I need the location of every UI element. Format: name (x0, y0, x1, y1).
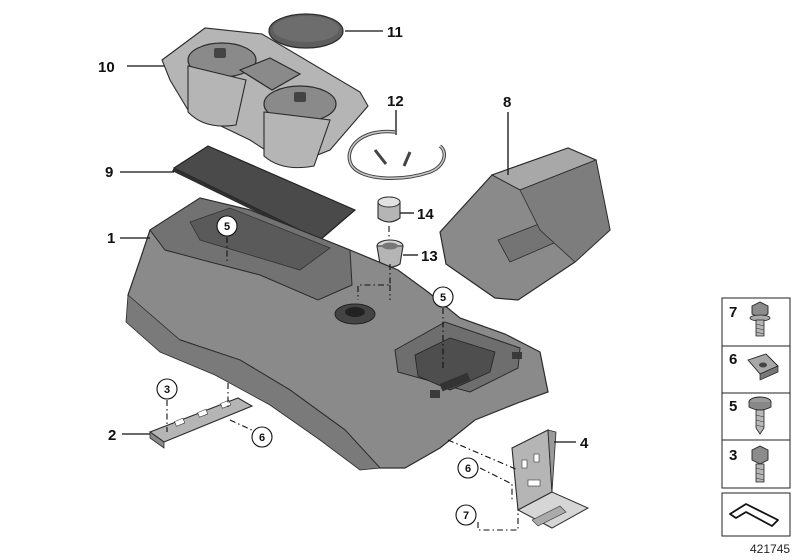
part-2-bracket (148, 397, 254, 449)
callout-11: 11 (387, 24, 403, 41)
part-11-cover-cap (268, 13, 344, 49)
svg-text:5: 5 (440, 292, 446, 304)
callout-4: 4 (580, 435, 589, 452)
hex-bolt-icon (751, 445, 769, 483)
part-10-cup-holder (161, 27, 369, 169)
svg-text:6: 6 (465, 463, 471, 475)
callout-10: 10 (98, 59, 115, 76)
callout-2: 2 (108, 427, 116, 444)
svg-text:3: 3 (164, 384, 170, 396)
legend-label-3: 3 (729, 447, 737, 464)
spring-clip-nut-icon (747, 353, 779, 381)
svg-text:5: 5 (224, 221, 230, 233)
callout-12: 12 (387, 93, 404, 110)
callout-3-circle: 3 (156, 378, 178, 400)
callout-1: 1 (107, 230, 115, 247)
pan-head-screw-icon (748, 396, 772, 435)
legend-label-5: 5 (729, 398, 737, 415)
callout-14: 14 (417, 206, 434, 223)
part-12-retaining-ring (347, 129, 447, 180)
svg-text:7: 7 (463, 510, 469, 522)
svg-text:6: 6 (259, 432, 265, 444)
part-14-plug (377, 196, 401, 223)
callout-8: 8 (503, 94, 511, 111)
callout-5a-circle: 5 (216, 215, 238, 237)
fastener-legend: 7 6 5 3 (721, 297, 791, 537)
part-1-center-console (125, 197, 549, 471)
legend-label-6: 6 (729, 351, 737, 368)
part-13-socket (376, 239, 404, 268)
callout-6b-circle: 6 (457, 457, 479, 479)
callout-7-circle: 7 (455, 504, 477, 526)
material-arrow-icon (729, 503, 779, 527)
callout-6a-circle: 6 (251, 426, 273, 448)
legend-label-7: 7 (729, 304, 737, 321)
diagram-id: 421745 (750, 542, 790, 556)
callout-9: 9 (105, 164, 113, 181)
part-4-bracket (511, 429, 590, 529)
assembly-lines (166, 226, 519, 531)
hex-bolt-flange-icon (749, 301, 771, 337)
part-8-armrest (439, 147, 611, 301)
leader-lines (120, 30, 576, 443)
callout-13: 13 (421, 248, 438, 265)
callout-5b-circle: 5 (432, 286, 454, 308)
